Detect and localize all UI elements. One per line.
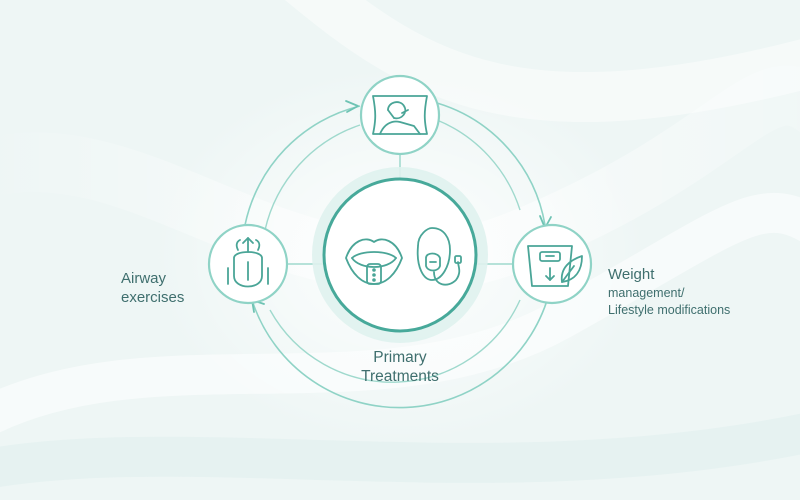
airway-exercises-label: Airway exercises [121, 270, 201, 308]
cpap-mask-icon [416, 227, 462, 286]
outer-arc-top-left [244, 105, 361, 226]
label-line: Treatments [361, 368, 439, 386]
center-node [312, 167, 488, 343]
primary-treatments-label: Primary Treatments [330, 348, 470, 387]
outer-arc-top-right [436, 102, 546, 226]
weight-label-title: Weight [608, 266, 655, 283]
inner-arc-bottom [269, 299, 521, 383]
arrow-to-top [345, 100, 359, 113]
label-line: exercises [121, 288, 185, 306]
label-line: management/ [608, 286, 685, 300]
inner-arc-top-right [436, 119, 521, 211]
person-sleeping-on-pillow-icon [372, 95, 428, 135]
label-line: Lifestyle modifications [608, 302, 731, 317]
weight-management-label: management/ Lifestyle modifications [608, 285, 758, 319]
right-node [511, 223, 593, 305]
weight-scale-leaf-icon [527, 245, 583, 287]
top-node [359, 74, 441, 156]
left-node [207, 223, 289, 305]
label-line: Primary [373, 349, 427, 366]
mouthguard-icon [345, 238, 403, 285]
outer-arc-bottom [252, 289, 551, 409]
tongue-exercise-icon [227, 237, 269, 288]
inner-arc-top-left [264, 124, 361, 231]
label-line: Airway [121, 270, 167, 287]
